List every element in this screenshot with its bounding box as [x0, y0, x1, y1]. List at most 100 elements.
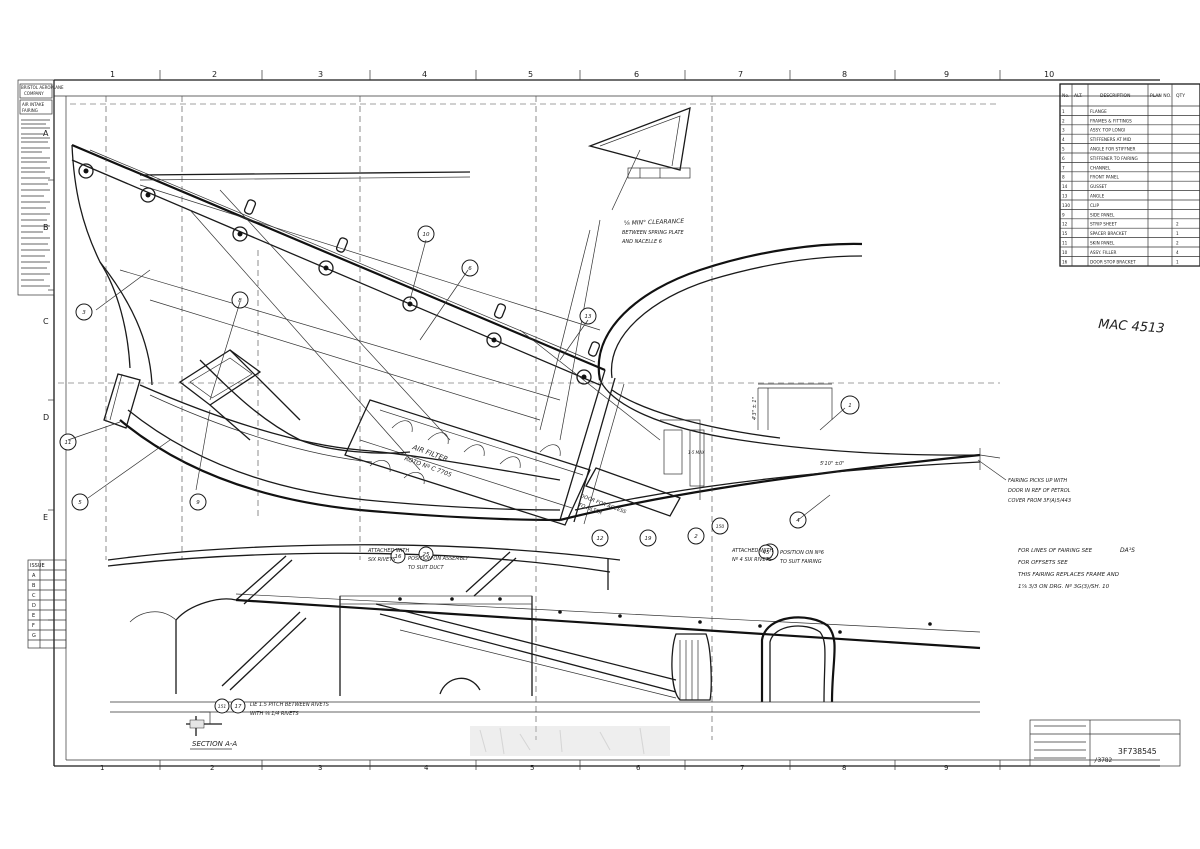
dimension-label: 4'3" ± 1" — [752, 397, 758, 420]
table-cell: 9 — [1062, 212, 1065, 217]
table-cell: 1 — [1062, 109, 1065, 114]
item-bubble — [758, 544, 774, 560]
item-bubble-number: 1 — [848, 403, 852, 409]
table-cell: 2 — [1176, 241, 1179, 246]
zone-letter: D — [43, 413, 49, 422]
item-bubble-number: 45 — [763, 550, 770, 556]
table-header: ALT. — [1074, 93, 1083, 99]
table-cell: 12 — [1062, 222, 1068, 227]
lines-note: 1⅞ 3/3 ON DRG. Nº 3G(3)/SH. 10 — [1018, 583, 1110, 590]
item-bubble — [230, 698, 246, 714]
dimension-label: 5'10" ±0" — [820, 461, 844, 467]
issue-label: ISSUE — [30, 563, 45, 569]
part-description: FRONT PANEL — [1090, 175, 1120, 180]
attached-note: SIX RIVETS — [368, 557, 396, 563]
item-bubble-number: 10 — [423, 232, 430, 238]
fairing-side-view — [58, 96, 1001, 740]
item-bubble — [214, 698, 230, 714]
lower-duct-view — [107, 544, 981, 736]
sheet-suffix: /3782 — [1094, 757, 1112, 764]
issue-row: B — [32, 583, 36, 589]
table-header: No. — [1062, 93, 1069, 99]
zone-letter: C — [43, 317, 49, 326]
fairing-note-line: FAIRING PICKS UP WITH — [1008, 478, 1067, 484]
item-bubble — [71, 493, 89, 511]
part-description: STIFFENER TO FAIRING — [1090, 156, 1138, 161]
item-bubble — [75, 303, 93, 321]
clearance-note-line: ⅝ MIN° CLEARANCE — [624, 218, 685, 227]
item-bubble-number: 12 — [597, 536, 604, 542]
zone-label: 1 — [100, 764, 104, 772]
table-cell: 1 — [1176, 259, 1179, 264]
part-description: SKIN PANEL — [1090, 241, 1115, 246]
table-cell: 130 — [1062, 203, 1070, 208]
item-bubble-number: 150 — [716, 524, 725, 530]
item-bubble-number: 4 — [796, 518, 800, 524]
pitch-note: LIE 1.5 PITCH BETWEEN RIVETS — [250, 702, 330, 708]
part-description: ANGLE — [1090, 194, 1105, 199]
fairing-note-line: DOOR IN REF OF PETROL — [1008, 488, 1071, 494]
zone-label: 8 — [842, 764, 846, 772]
item-bubble-number: 6 — [468, 266, 472, 272]
item-bubble-number: 8 — [238, 298, 242, 304]
table-cell: 3 — [1062, 128, 1065, 133]
title-line: BRISTOL AEROPLANE — [21, 85, 64, 90]
item-bubble-number: 3 — [82, 310, 86, 316]
leader-lines — [67, 149, 1007, 521]
table-cell: 13 — [1062, 194, 1068, 199]
zone-label: 10 — [1044, 70, 1054, 79]
zone-label: 9 — [944, 70, 949, 79]
pitch-note: WITH ⅛ 1/4 RIVETS — [250, 711, 299, 717]
item-bubble-number: 16 — [395, 554, 402, 560]
side-ref: DA¹S — [1120, 547, 1135, 554]
annotation-notes: ⅝ MIN° CLEARANCE BETWEEN SPRING PLATE AN… — [190, 218, 1135, 750]
clearance-note-line: BETWEEN SPRING PLATE — [622, 230, 684, 236]
item-bubble-number: 5 — [78, 500, 82, 506]
item-bubble — [711, 517, 729, 535]
zone-label: 4 — [424, 764, 429, 772]
issue-row: F — [32, 623, 35, 629]
title-line: FAIRING — [22, 108, 38, 113]
zone-label: 5 — [528, 70, 533, 79]
zone-label: 7 — [738, 70, 743, 79]
zone-label: 6 — [634, 70, 639, 79]
item-bubble — [189, 493, 207, 511]
lines-note: FOR OFFSETS SEE — [1018, 560, 1068, 566]
drawing-number: 3F738545 — [1118, 747, 1157, 756]
table-cell: 2 — [1176, 222, 1179, 227]
item-bubble — [418, 546, 434, 562]
position-note: POSITION ON Nº6 — [780, 550, 824, 556]
left-notes-strip: BRISTOL AEROPLANE COMPANY AIR INTAKE FAI… — [17, 79, 64, 296]
zone-label: 7 — [740, 764, 744, 772]
dimension-label: 1·5 MAX — [688, 450, 705, 455]
table-cell: 2 — [1062, 118, 1065, 123]
zone-label: 1 — [110, 70, 115, 79]
table-cell: 6 — [1062, 156, 1065, 161]
item-bubble — [461, 259, 479, 277]
table-cell: 10 — [1062, 250, 1068, 255]
part-description: CHANNEL — [1090, 165, 1111, 170]
issue-row: E — [32, 613, 35, 619]
fairing-note-line: COVER FROM 3F(A)5/443 — [1008, 498, 1071, 504]
scan-artifact — [470, 726, 670, 756]
attached-note: ATTACHED WITH — [731, 548, 773, 554]
item-bubble — [417, 225, 435, 243]
item-bubble — [390, 548, 406, 564]
zone-label: 5 — [530, 764, 534, 772]
attached-note: ATTACHED WITH — [367, 548, 409, 554]
item-bubble — [639, 529, 657, 547]
part-description: CLIP — [1090, 203, 1099, 208]
item-bubble-number: 151 — [218, 704, 227, 710]
item-bubble — [231, 291, 249, 309]
drawing-border — [48, 70, 1160, 770]
title-line: COMPANY — [24, 91, 44, 96]
zone-label: 3 — [318, 764, 322, 772]
item-bubble-number: 13 — [585, 314, 592, 320]
part-description: ANGLE FOR STIFFNER — [1090, 147, 1136, 152]
section-label: SECTION A-A — [192, 740, 237, 748]
item-bubble-number: 2 — [694, 534, 698, 540]
zone-letter: A — [43, 129, 49, 138]
issue-block: ISSUE A B C D E F G — [27, 559, 67, 649]
side-zone-labels: A B C D E — [43, 129, 49, 522]
